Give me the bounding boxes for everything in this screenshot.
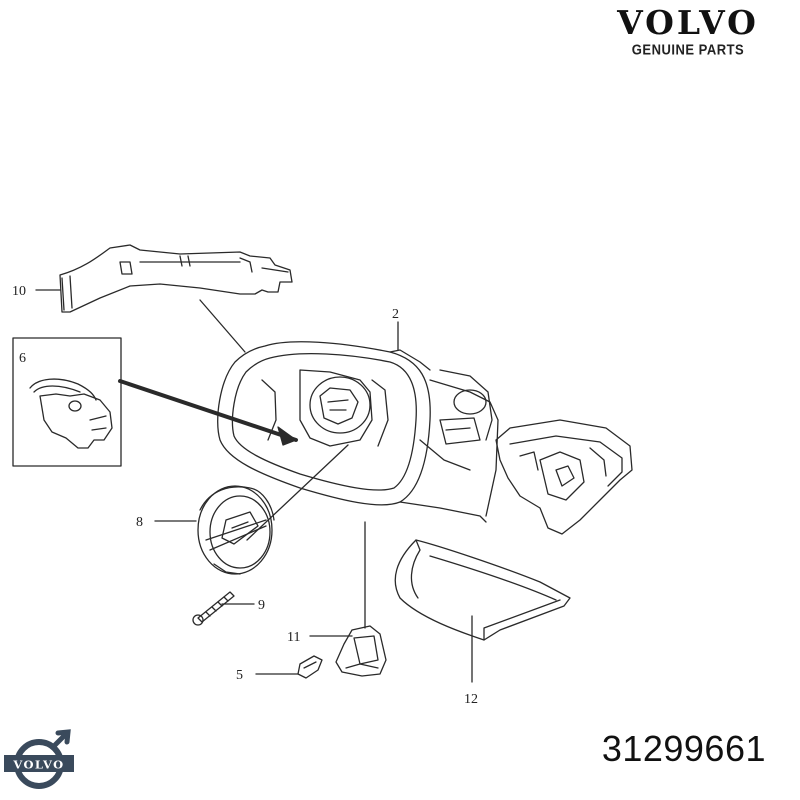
part-number: 31299661 xyxy=(601,728,766,769)
mirror-base-bracket xyxy=(495,419,633,535)
brand-name: VOLVO xyxy=(617,3,759,42)
callout-6: 6 xyxy=(19,351,26,366)
part-9-screw xyxy=(192,591,235,626)
part-10-turn-signal xyxy=(59,244,293,313)
part-6-inset-box xyxy=(12,337,122,467)
callout-2: 2 xyxy=(392,307,399,322)
part-12-cover-cap xyxy=(394,539,571,641)
brand-subtitle: GENUINE PARTS xyxy=(631,40,745,59)
callout-5: 5 xyxy=(236,668,243,683)
part-6-bulb-holder xyxy=(29,378,113,449)
callout-8: 8 xyxy=(136,515,143,530)
callout-12: 12 xyxy=(464,692,478,707)
callout-9: 9 xyxy=(258,598,265,613)
part-5-bulb xyxy=(297,655,323,679)
volvo-iron-mark-icon: VOLVO xyxy=(4,729,74,789)
leader-8-to-housing xyxy=(246,444,349,541)
logo-text: VOLVO xyxy=(12,758,64,772)
assembly-arrow xyxy=(118,379,298,446)
callout-10: 10 xyxy=(12,284,26,299)
part-2-mirror-housing xyxy=(217,341,499,523)
callout-11: 11 xyxy=(287,630,300,645)
brand-header: VOLVO GENUINE PARTS xyxy=(608,0,768,59)
part-8-adjuster-motor xyxy=(197,485,275,575)
leader-10-to-housing xyxy=(199,299,246,353)
part-11-socket xyxy=(335,625,387,677)
